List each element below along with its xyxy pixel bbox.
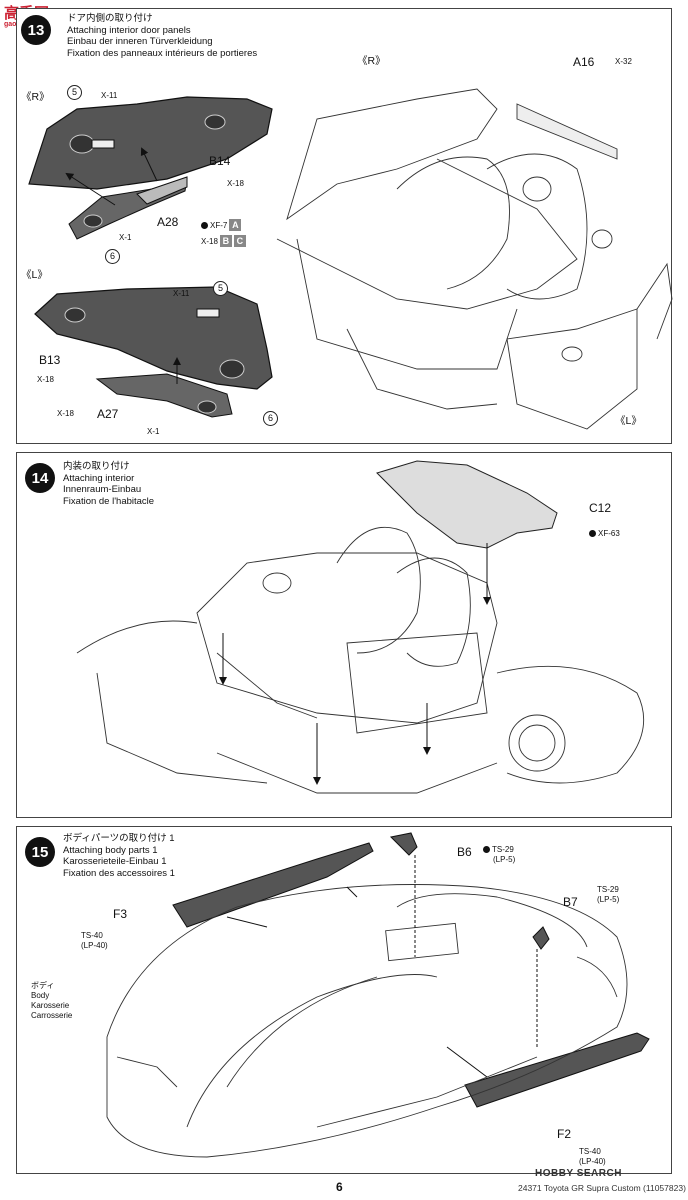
callout-5-l: 5 (213, 281, 228, 296)
paint-x18-b14: X-18 (227, 179, 244, 188)
paint-x32: X-32 (615, 57, 632, 66)
title-fr: Fixation des panneaux intérieurs de port… (67, 47, 258, 59)
door-panel-r (28, 96, 273, 190)
part-b14: B14 (209, 154, 231, 168)
paint-x18-a27: X-18 (57, 409, 74, 418)
speaker-a27 (197, 400, 217, 414)
product-code: 24371 Toyota GR Supra Custom (11057823) (518, 1183, 686, 1193)
page-number: 6 (336, 1180, 343, 1194)
step-13-panel: 13 ドア内側の取り付け Attaching interior door pan… (16, 8, 673, 444)
paint-lp5-b6: (LP-5) (493, 855, 516, 864)
paint-xf7: XF-7 (210, 221, 228, 230)
step-13-diagram (28, 88, 673, 430)
part-a27: A27 (97, 407, 119, 421)
part-f2-shape (464, 1032, 650, 1108)
part-b6: B6 (457, 845, 472, 859)
paint-x18-b13: X-18 (37, 375, 54, 384)
badge-c: C (233, 235, 246, 247)
body-label-de: Karosserie (31, 1001, 70, 1010)
step-15-panel: 15 ボディパーツの取り付け 1 Attaching body parts 1 … (16, 826, 672, 1174)
speaker-r (69, 134, 95, 154)
step-14-diagram (76, 460, 645, 794)
part-f2: F2 (557, 1127, 572, 1141)
paint-ts40-f3: TS-40 (81, 931, 103, 940)
body-label: ボディ Body Karosserie Carrosserie (31, 981, 72, 1021)
speaker-a28 (83, 214, 103, 228)
paint-lp40-f3: (LP-40) (81, 941, 108, 950)
title-de: Karosserieteile-Einbau 1 (63, 856, 167, 867)
paint-xf63-row: XF-63 (589, 529, 620, 538)
title-en: Attaching interior (63, 472, 135, 484)
part-b7-shape (532, 926, 550, 950)
callout-5-r: 5 (67, 85, 82, 100)
step-15-titles: ボディパーツの取り付け 1 Attaching body parts 1 Kar… (63, 833, 175, 879)
title-ja: 内装の取り付け (63, 461, 130, 472)
title-en: Attaching interior door panels (67, 24, 191, 36)
step-number-circle: 15 (25, 837, 55, 867)
step-number-circle: 14 (25, 463, 55, 493)
side-label-l: 《L》 (21, 269, 48, 281)
step-13-titles: ドア内側の取り付け Attaching interior door panels… (67, 13, 257, 59)
part-b7: B7 (563, 895, 578, 909)
main-label-l: 《L》 (615, 415, 642, 427)
step-15-diagram (106, 832, 650, 1158)
part-c12: C12 (589, 501, 612, 515)
paint-xf63: XF-63 (598, 529, 620, 538)
paint-ts29-b7: TS-29 (597, 885, 619, 894)
title-en: Attaching body parts 1 (63, 844, 158, 856)
paint-lp40-f2: (LP-40) (579, 1157, 606, 1166)
interior-linework (276, 88, 673, 430)
side-label-r: 《R》 (21, 91, 50, 103)
speaker-l2 (219, 359, 245, 379)
body-linework (106, 884, 628, 1158)
paint-ts29-b6: TS-29 (492, 845, 514, 854)
title-fr: Fixation des accessoires 1 (63, 867, 175, 879)
title-de: Innenraum-Einbau (63, 484, 142, 495)
title-fr: Fixation de l'habitacle (63, 495, 155, 507)
interior-tub-linework (76, 526, 645, 794)
part-f3-shape (172, 842, 374, 928)
step-14-titles: 内装の取り付け Attaching interior Innenraum-Ein… (63, 461, 154, 507)
title-ja: ボディパーツの取り付け 1 (63, 833, 175, 844)
step-number: 13 (27, 21, 45, 39)
speaker-l (64, 307, 86, 323)
handle-r (91, 139, 115, 149)
part-c12-shape (376, 460, 558, 549)
paint-b6-row: TS-29 (483, 845, 514, 854)
step-14-panel: 14 内装の取り付け Attaching interior Innenraum-… (16, 452, 672, 818)
step-number-circle: 13 (21, 15, 51, 45)
part-a16: A16 (573, 55, 595, 69)
step-number: 14 (31, 469, 49, 487)
title-ja: ドア内側の取り付け (67, 13, 153, 24)
paint-x1-r: X-1 (119, 233, 132, 242)
part-b13: B13 (39, 353, 61, 367)
body-label-ja: ボディ (31, 981, 55, 990)
main-label-r: 《R》 (357, 55, 386, 67)
speaker-r2 (204, 114, 226, 130)
callout-6-l: 6 (263, 411, 278, 426)
paint-x11-l: X-11 (173, 289, 190, 298)
body-label-en: Body (31, 991, 50, 1000)
part-b6-shape (389, 832, 418, 856)
b14-part (136, 176, 188, 205)
badge-b: B (219, 235, 232, 247)
part-a28: A28 (157, 215, 179, 229)
hobby-search-watermark: HOBBY SEARCH (535, 1168, 622, 1179)
paint-x11-r: X-11 (101, 91, 118, 100)
paint-ts40-f2: TS-40 (579, 1147, 601, 1156)
paint-x18-a28: X-18 (201, 237, 218, 246)
paint-x1-l: X-1 (147, 427, 160, 436)
step-number: 15 (31, 843, 49, 861)
body-label-fr: Carrosserie (31, 1011, 73, 1020)
handle-l (196, 308, 220, 318)
badge-a: A (229, 219, 242, 231)
part-f3: F3 (113, 907, 128, 921)
callout-6-r: 6 (105, 249, 120, 264)
paint-lp5-b7: (LP-5) (597, 895, 620, 904)
title-de: Einbau der inneren Türverkleidung (67, 36, 213, 47)
